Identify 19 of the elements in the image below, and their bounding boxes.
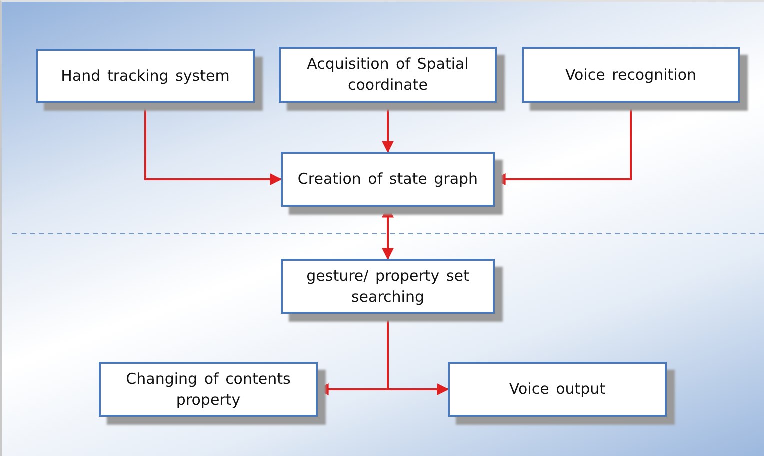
- process-box: [279, 47, 497, 103]
- box-label: Hand tracking system: [61, 66, 230, 86]
- box-label: Creation of state graph: [298, 169, 478, 190]
- arrow: [144, 103, 282, 186]
- box-label: Voice recognition: [565, 64, 697, 86]
- process-box: [448, 362, 667, 417]
- process-box: [281, 152, 495, 207]
- box-label: Voice output: [509, 379, 606, 400]
- box-label: gesture/ property set searching: [306, 266, 470, 308]
- arrow: [382, 103, 394, 154]
- arrow: [494, 103, 632, 186]
- process-box: [281, 259, 495, 314]
- arrow: [382, 206, 394, 260]
- box-label: Acquisition of Spatial coordinate: [306, 54, 470, 96]
- process-box: [522, 47, 740, 103]
- process-box: [99, 362, 318, 417]
- process-box: [36, 49, 255, 103]
- box-label: Changing of contents property: [125, 368, 292, 410]
- arrow: [387, 314, 450, 396]
